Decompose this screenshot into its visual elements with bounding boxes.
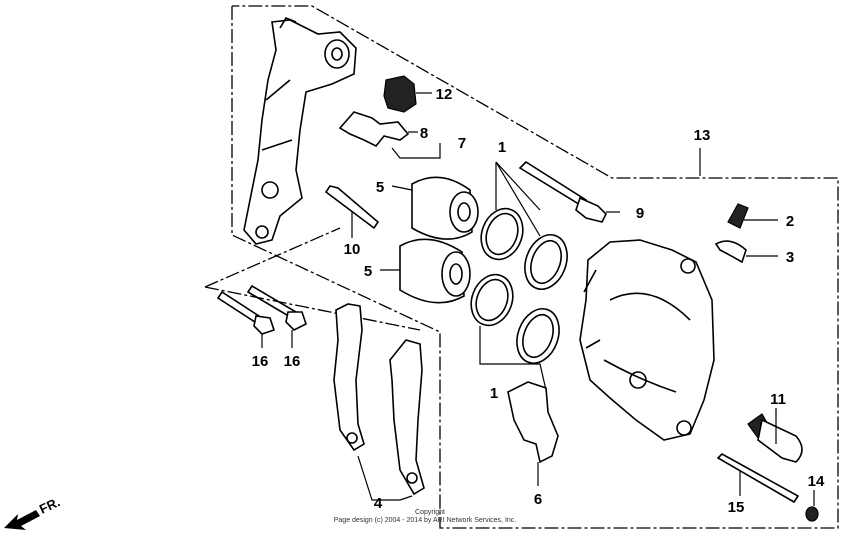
copyright-notice: Copyright Page design (c) 2004 - 2014 by… — [334, 509, 517, 524]
callout-9: 9 — [636, 205, 644, 222]
bolt-16-left — [216, 290, 276, 348]
piston-seals — [470, 161, 568, 391]
bleed-cap — [714, 240, 778, 264]
nut-14 — [805, 490, 819, 522]
bolt-16-right — [246, 284, 307, 348]
callout-11: 11 — [770, 391, 786, 408]
callout-7: 7 — [458, 135, 466, 152]
pad-retainer — [507, 381, 559, 486]
brake-pad-right — [357, 339, 425, 501]
callout-13: 13 — [694, 127, 711, 144]
piston-upper — [391, 176, 479, 240]
bolt-10 — [324, 185, 380, 238]
callout-10: 10 — [344, 241, 361, 258]
arrow-icon — [4, 510, 40, 530]
callout-16-right: 16 — [284, 353, 301, 370]
callout-6: 6 — [534, 491, 542, 508]
brake-pad-left — [333, 303, 365, 452]
callout-1-upper: 1 — [498, 139, 506, 156]
direction-label: FR. — [37, 494, 62, 516]
callout-16-left: 16 — [252, 353, 269, 370]
caliper-bracket — [243, 17, 357, 245]
callout-5-lower: 5 — [364, 263, 372, 280]
callout-14: 14 — [808, 473, 825, 490]
callout-5-upper: 5 — [376, 179, 384, 196]
pad-pin-15 — [716, 453, 800, 504]
copyright-line-1: Copyright — [415, 509, 445, 516]
piston-lower — [380, 238, 471, 304]
callout-labels: 1 1 2 3 4 5 5 6 7 8 9 10 11 12 13 14 15 … — [252, 86, 825, 516]
bleed-valve — [727, 203, 778, 229]
callout-12: 12 — [436, 86, 453, 103]
callout-15: 15 — [728, 499, 745, 516]
slide-pin-9 — [518, 160, 620, 223]
callout-1-lower: 1 — [490, 385, 498, 402]
callout-8: 8 — [420, 125, 428, 142]
front-direction-arrow: FR. — [4, 494, 62, 530]
copyright-line-2: Page design (c) 2004 - 2014 by ARI Netwo… — [334, 517, 517, 524]
leader-lines — [391, 143, 777, 444]
pad-spring — [338, 111, 418, 148]
slide-pin-11 — [747, 408, 803, 463]
caliper-body — [579, 239, 715, 441]
boot-part — [383, 75, 432, 113]
callout-4: 4 — [374, 495, 383, 512]
callout-2: 2 — [786, 213, 794, 230]
assembly-frames — [204, 5, 839, 529]
callout-3: 3 — [786, 249, 794, 266]
